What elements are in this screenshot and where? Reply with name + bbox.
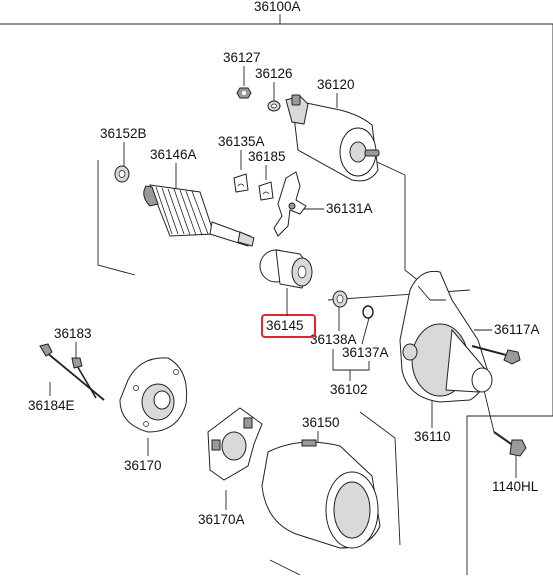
assembly-frame <box>0 14 553 575</box>
bolt-36183[interactable] <box>71 357 97 399</box>
brush-36185[interactable] <box>258 181 274 201</box>
label-36131A[interactable]: 36131A <box>326 201 373 216</box>
nut-36127[interactable] <box>236 87 252 99</box>
washer-36152B[interactable] <box>114 165 130 183</box>
label-36126[interactable]: 36126 <box>255 66 293 81</box>
label-36110[interactable]: 36110 <box>414 429 451 444</box>
bolt-36117A[interactable] <box>471 345 521 365</box>
brush-holder-36170A[interactable] <box>207 407 263 481</box>
armature-36146A[interactable] <box>143 184 255 247</box>
label-36100A: 36100A <box>254 0 301 14</box>
label-36150[interactable]: 36150 <box>302 415 340 430</box>
label-36184E[interactable]: 36184E <box>28 398 75 413</box>
label-36183[interactable]: 36183 <box>54 326 92 341</box>
housing-36110[interactable] <box>399 270 493 403</box>
label-36137A[interactable]: 36137A <box>342 345 389 360</box>
label-36135A[interactable]: 36135A <box>218 134 265 149</box>
label-36102[interactable]: 36102 <box>330 382 368 397</box>
label-36146A[interactable]: 36146A <box>150 147 197 162</box>
label-36185[interactable]: 36185 <box>248 149 286 164</box>
label-36127[interactable]: 36127 <box>223 50 261 65</box>
label-36117A[interactable]: 36117A <box>494 322 540 337</box>
label-36145[interactable]: 36145 <box>266 318 304 333</box>
label-36138A[interactable]: 36138A <box>310 332 357 347</box>
label-36170A[interactable]: 36170A <box>198 512 245 527</box>
label-36120[interactable]: 36120 <box>317 77 355 92</box>
label-1140HL[interactable]: 1140HL <box>492 479 539 494</box>
washer-36126[interactable] <box>267 100 281 112</box>
bracket-36170[interactable] <box>119 357 188 433</box>
lever-36131A[interactable] <box>273 171 307 237</box>
brush-36135A[interactable] <box>233 173 249 193</box>
bolt-1140HL[interactable] <box>493 431 527 457</box>
yoke-36150[interactable] <box>261 439 381 549</box>
label-36170[interactable]: 36170 <box>124 458 162 473</box>
label-36152B[interactable]: 36152B <box>100 126 147 141</box>
drive-gear-36145[interactable] <box>259 249 313 289</box>
solenoid-36120[interactable] <box>285 94 380 182</box>
snap-ring-36137A[interactable] <box>362 305 374 319</box>
stop-ring-36138A[interactable] <box>332 290 348 308</box>
bolt-36184E[interactable] <box>39 343 105 401</box>
highlight-box-36145 <box>261 314 316 338</box>
